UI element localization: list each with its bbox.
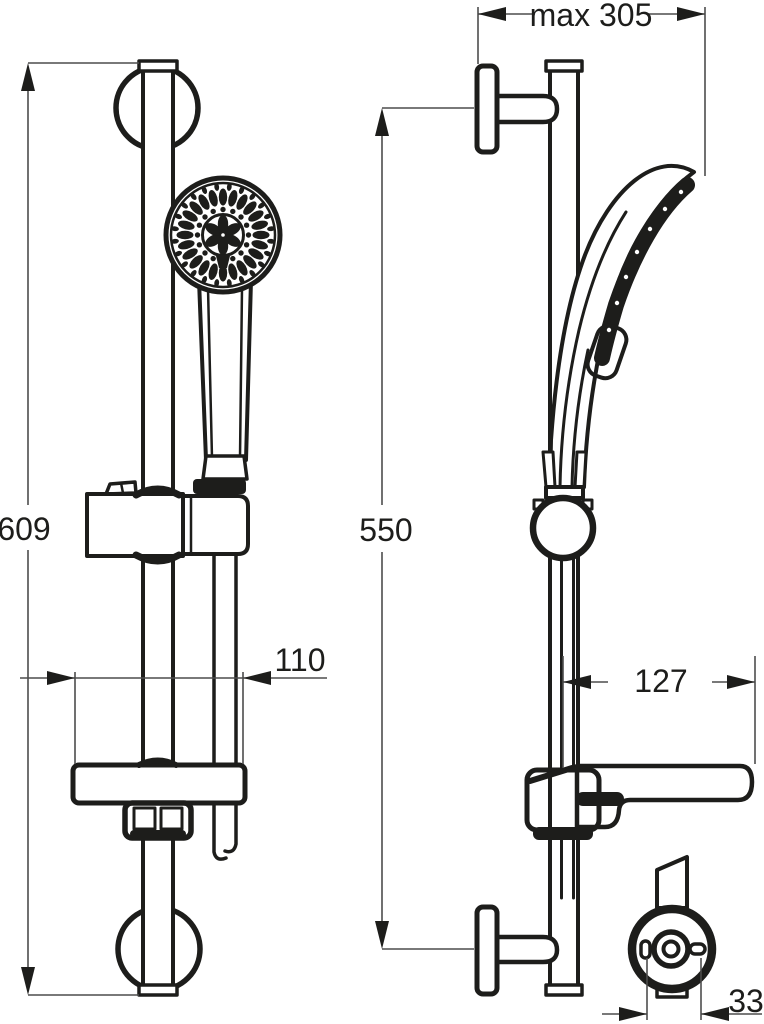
soap-dish-front xyxy=(70,757,248,841)
face-dots xyxy=(606,189,684,333)
dimension-soap-dish-depth xyxy=(562,656,756,768)
front-view xyxy=(70,59,283,997)
handle-cone xyxy=(201,454,249,481)
dim-label-bracket-width: 33 xyxy=(728,983,764,1019)
shower-hose-front xyxy=(212,552,238,861)
dim-label-fixing-distance: 550 xyxy=(359,512,412,548)
soap-dish-side xyxy=(524,763,755,840)
dimension-fixing-distance xyxy=(375,107,474,950)
dim-label-rail-length: 609 xyxy=(0,511,51,547)
top-wall-bracket-side xyxy=(474,63,560,155)
shower-hose-side xyxy=(560,557,575,900)
dimensions xyxy=(20,7,762,1021)
dimension-rail-length xyxy=(21,62,139,996)
left-slot xyxy=(639,939,652,960)
detail-view xyxy=(627,855,717,999)
rail-side-bottom-cap xyxy=(544,983,584,997)
dim-label-soap-dish-width: 110 xyxy=(274,642,325,678)
bottom-wall-bracket-side xyxy=(474,904,560,997)
hand-shower-side xyxy=(548,164,696,489)
slider-holder-front xyxy=(85,454,250,565)
rail-side-top-cap xyxy=(544,59,584,73)
face-end-cap xyxy=(585,323,629,381)
handle-nut xyxy=(193,479,246,494)
right-slot xyxy=(688,942,707,956)
dim-label-soap-dish-depth: 127 xyxy=(634,663,687,699)
rail-top-cap xyxy=(137,59,179,73)
shower-head-front xyxy=(163,175,283,295)
bracket-ring xyxy=(627,904,717,994)
rail-bottom-cap xyxy=(137,983,179,997)
dim-label-max-width: max 305 xyxy=(530,0,653,33)
hand-shower-handle-front xyxy=(197,278,253,462)
dimension-soap-dish-width xyxy=(20,671,327,764)
dimension-bracket-width xyxy=(602,958,762,1021)
bracket-tab xyxy=(655,855,689,910)
side-view xyxy=(474,59,755,997)
dimension-max-width xyxy=(477,7,706,176)
spray-selector xyxy=(216,256,230,268)
slider-knob-side xyxy=(529,450,597,562)
spray-nozzle-pattern xyxy=(170,182,276,288)
holder-cup xyxy=(181,494,250,556)
